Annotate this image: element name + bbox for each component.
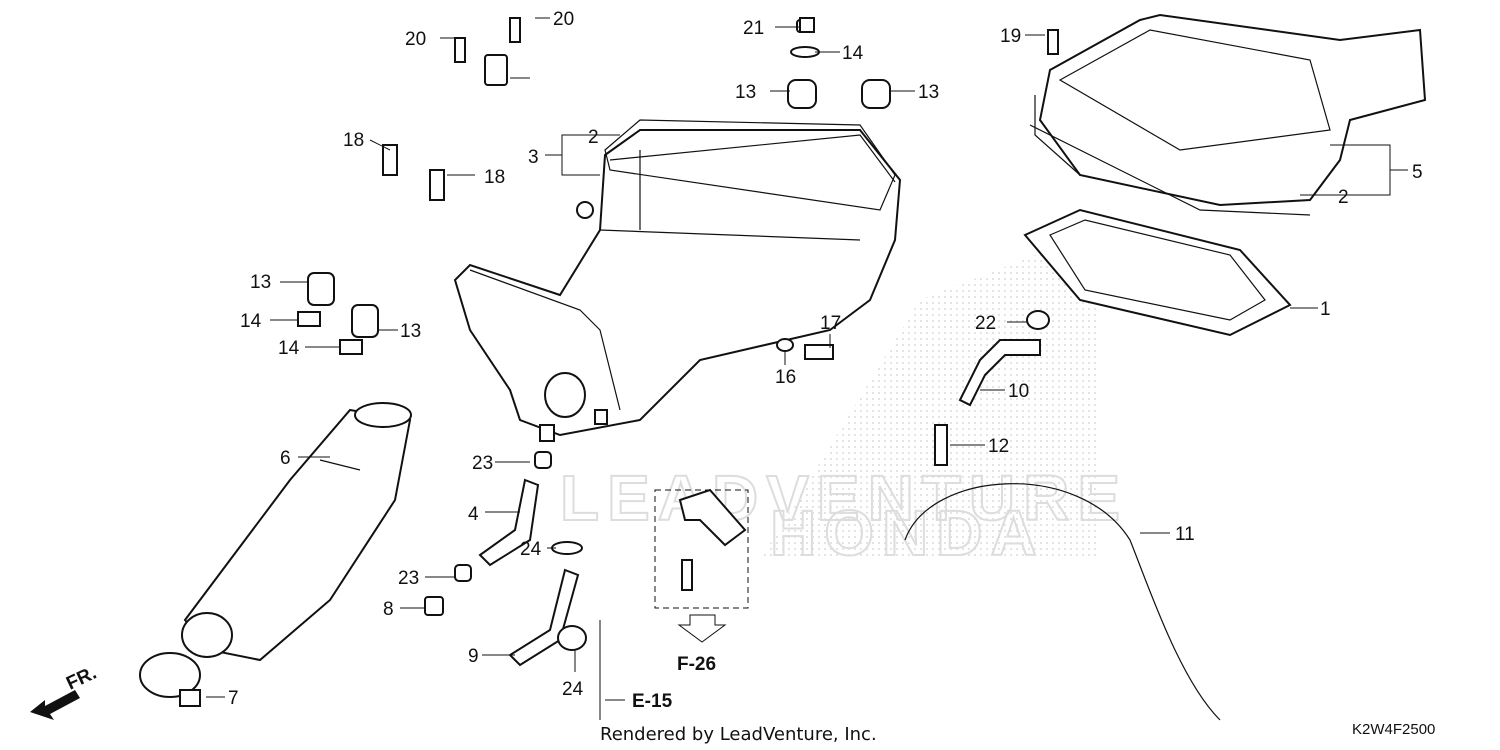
hose-band — [139, 652, 201, 707]
callout-10: 10 — [1008, 381, 1029, 402]
callout-14-top: 14 — [842, 43, 864, 64]
callout-18-upper: 18 — [343, 130, 364, 151]
callout-2-case: 2 — [588, 127, 599, 148]
drain-tube-9 — [508, 568, 580, 667]
ref-f26[interactable]: F-26 — [677, 654, 716, 675]
small-parts — [297, 17, 1059, 651]
callout-23-lower: 23 — [398, 568, 419, 589]
callout-16: 16 — [775, 367, 796, 388]
breather-tube-11 — [904, 483, 1221, 721]
breather-tube-10 — [958, 339, 1041, 407]
callout-5: 5 — [1412, 162, 1423, 183]
callout-24-upper: 24 — [520, 539, 542, 560]
joint-12 — [934, 424, 948, 466]
callout-6: 6 — [280, 448, 291, 469]
callout-21: 21 — [743, 18, 764, 39]
down-arrow-icon — [677, 614, 727, 643]
callout-7: 7 — [228, 688, 239, 709]
diagram-code: K2W4F2500 — [1352, 721, 1435, 738]
callout-4: 4 — [468, 504, 479, 525]
callout-18-lower: 18 — [484, 167, 505, 188]
rendered-by-text: Rendered by LeadVenture, Inc. — [600, 724, 877, 745]
air-cleaner-cover — [1029, 13, 1427, 216]
callout-2-cover: 2 — [1338, 187, 1349, 208]
callout-20-left: 20 — [405, 29, 426, 50]
ref-e15[interactable]: E-15 — [632, 691, 673, 712]
drain-tube-4 — [478, 478, 540, 567]
watermark-line1: LEADVENTURE — [560, 462, 1128, 534]
grommets-top — [787, 19, 891, 109]
callout-23-upper: 23 — [472, 453, 493, 474]
watermark-line2: HONDA — [770, 497, 1045, 569]
ref-box-f26 — [654, 489, 749, 609]
callout-13-top-left: 13 — [735, 82, 756, 103]
callout-13-left-lower: 13 — [400, 321, 421, 342]
callout-12: 12 — [988, 436, 1009, 457]
callout-11: 11 — [1175, 524, 1195, 545]
callout-19: 19 — [1000, 26, 1021, 47]
callout-20-right: 20 — [553, 9, 574, 30]
front-label: FR. — [63, 663, 100, 695]
front-arrow-icon — [30, 690, 80, 720]
watermark: LEADVENTURE HONDA — [559, 230, 1128, 570]
callout-13-top-right: 13 — [918, 82, 939, 103]
case-gasket — [604, 119, 896, 211]
callout-1: 1 — [1320, 299, 1331, 320]
callout-14-left-lower: 14 — [278, 338, 300, 359]
callouts: 1 2 2 3 4 5 6 7 8 9 10 11 12 13 13 13 13… — [228, 9, 1423, 709]
callout-9: 9 — [468, 646, 479, 667]
callout-22: 22 — [975, 313, 996, 334]
air-cleaner-case — [453, 129, 902, 442]
callout-3: 3 — [528, 147, 539, 168]
callout-14-left-upper: 14 — [240, 311, 262, 332]
callout-24-lower: 24 — [562, 679, 584, 700]
connecting-tube — [181, 402, 412, 662]
callout-8: 8 — [383, 599, 394, 620]
callout-17: 17 — [820, 313, 841, 334]
leader-lines — [206, 17, 1408, 720]
callout-13-left-upper: 13 — [250, 272, 271, 293]
air-cleaner-element — [1023, 208, 1292, 337]
